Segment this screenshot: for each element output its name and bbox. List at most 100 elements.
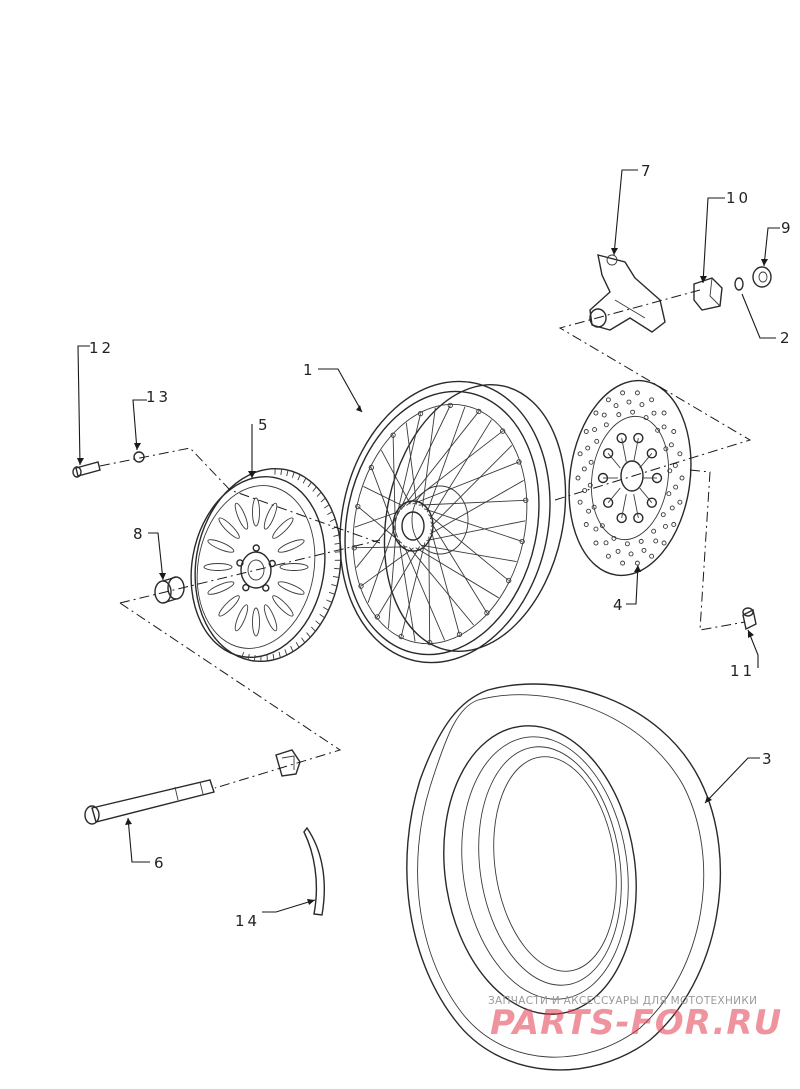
- callout-2: 2: [741, 293, 790, 347]
- spoke: [354, 510, 400, 528]
- pulley-tooth: [331, 584, 338, 587]
- callout-6: 6: [125, 817, 167, 872]
- callout-3-label: 3: [762, 750, 775, 768]
- pulley-tooth: [332, 576, 339, 578]
- spoke: [376, 546, 421, 618]
- spoke-nipple: [500, 428, 506, 434]
- wheel-spokes: [351, 402, 529, 646]
- pulley-window: [218, 595, 240, 617]
- disc-holes: [575, 390, 685, 566]
- disc-carrier-arm: [621, 437, 627, 462]
- disc-hole: [577, 451, 583, 457]
- pulley-tooth: [291, 471, 295, 478]
- bearing-spacer: [154, 576, 185, 604]
- pulley-tooth: [319, 613, 325, 619]
- disc-hole: [653, 538, 659, 544]
- pulley-tooth: [324, 504, 330, 509]
- pulley-window: [252, 497, 260, 527]
- pulley-tooth: [334, 542, 341, 545]
- spoke: [430, 529, 460, 635]
- disc-hole: [660, 512, 666, 518]
- disc-hole: [593, 540, 599, 546]
- disc-rivet: [616, 432, 627, 444]
- callout-6-label: 6: [154, 854, 167, 872]
- pulley-tooth: [284, 649, 288, 656]
- spoke-nipple: [506, 577, 512, 584]
- disc-hole: [677, 499, 683, 505]
- spoke: [428, 536, 431, 643]
- rim-strip: [303, 826, 325, 916]
- spoke-nipple: [427, 639, 433, 646]
- disc-hole: [581, 466, 587, 472]
- centerline-bolt11: [689, 469, 746, 631]
- disc-rivet: [616, 512, 627, 524]
- disc-hole: [649, 553, 655, 559]
- pulley-tooth: [302, 477, 307, 484]
- spoke: [405, 422, 418, 505]
- callout-7: 7: [611, 162, 651, 256]
- disc-hole: [582, 488, 588, 493]
- pulley-window: [277, 581, 305, 595]
- disc-rivet: [646, 497, 658, 508]
- disc-hole: [575, 475, 581, 481]
- spoke: [429, 419, 492, 520]
- spoke: [356, 517, 397, 568]
- disc-hole: [583, 429, 589, 434]
- pulley-tooth: [315, 620, 321, 626]
- pulley-windows: [203, 497, 309, 637]
- spoke-nipple: [447, 402, 453, 409]
- spoke-nipple: [351, 545, 357, 551]
- pulley-window: [263, 502, 278, 530]
- callout-12-label: 12: [89, 339, 114, 357]
- disc-hole: [679, 475, 685, 481]
- disc-hole: [666, 491, 672, 497]
- pulley-tooth: [316, 491, 322, 497]
- disc-rivet: [602, 497, 614, 508]
- spoke-nipple: [355, 503, 361, 510]
- disc-hole: [651, 410, 657, 416]
- spoke-nipple: [484, 610, 490, 616]
- callout-13-label: 13: [146, 388, 171, 406]
- disc-carrier-arm: [633, 494, 639, 519]
- disc-hole: [603, 540, 609, 546]
- pulley-tooth: [329, 518, 336, 523]
- callout-5-label: 5: [258, 416, 271, 434]
- disc-hole: [593, 526, 599, 532]
- spoke: [421, 407, 436, 508]
- pulley-tooth: [328, 591, 335, 595]
- spoke: [430, 444, 513, 527]
- spoke: [380, 449, 411, 505]
- disc-hole: [649, 397, 655, 403]
- spoke: [428, 514, 509, 581]
- callout-8-label: 8: [133, 525, 146, 543]
- disc-hole: [634, 390, 640, 396]
- disc-rivet: [633, 512, 644, 524]
- axle: [84, 779, 215, 825]
- pulley-window: [263, 604, 278, 632]
- disc-hole: [669, 505, 675, 511]
- pulley-tooth: [278, 651, 281, 658]
- disc-hole: [594, 438, 600, 444]
- disc-hole: [630, 409, 636, 415]
- disc-rivet: [646, 448, 658, 459]
- callout-14: 14: [235, 899, 316, 930]
- pulley-tooth: [333, 534, 340, 537]
- watermark-brand: PARTS-FOR.RU: [490, 1003, 783, 1043]
- callout-13: 13: [132, 388, 171, 451]
- disc-carrier-arm: [639, 487, 653, 503]
- disc-hole: [662, 523, 668, 529]
- pulley-tooth: [334, 567, 341, 570]
- disc-hole: [634, 560, 640, 566]
- callout-9: 9: [761, 219, 791, 267]
- disc-hole: [616, 412, 622, 418]
- spoke: [409, 547, 475, 626]
- disc-hole: [661, 424, 667, 430]
- brake-disc: [568, 379, 692, 577]
- disc-hole: [628, 551, 634, 557]
- spoke-nipple: [516, 459, 522, 465]
- spoke: [363, 486, 405, 508]
- pulley-bolt-hole: [268, 559, 276, 568]
- disc-hole: [592, 427, 598, 433]
